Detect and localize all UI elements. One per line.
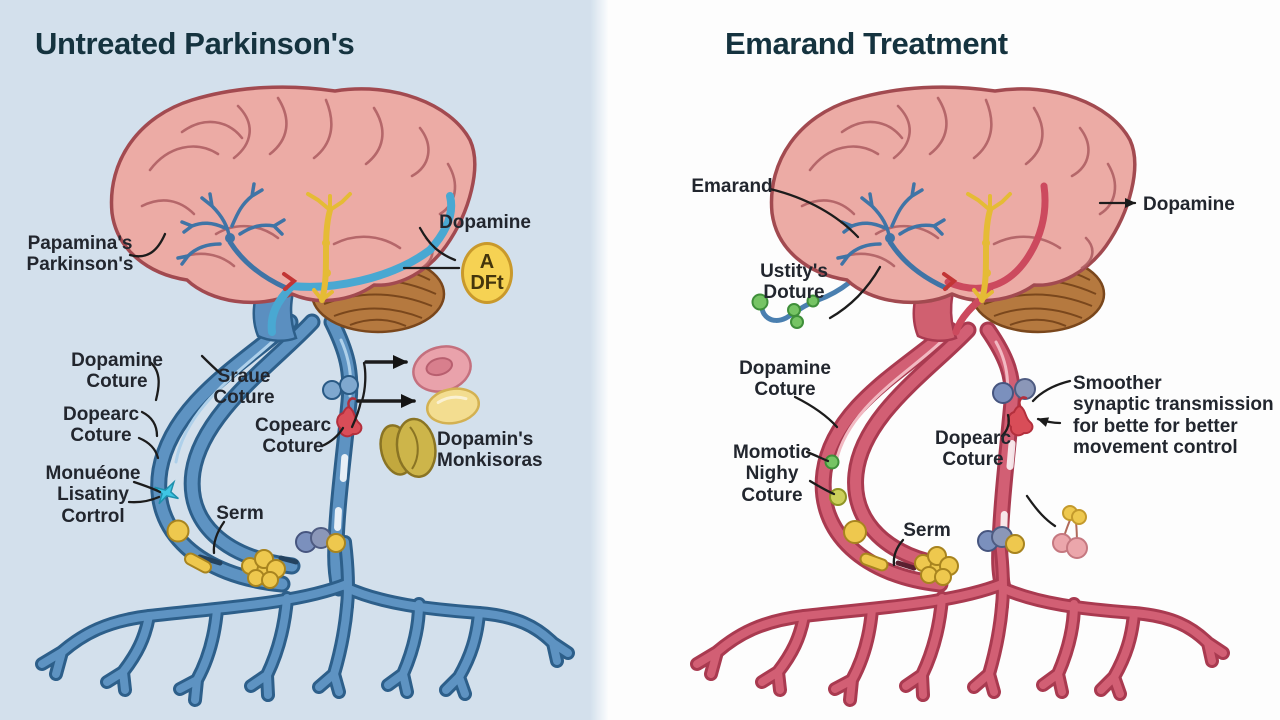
label-dopamins-monkisoras: Dopamin's Monkisoras: [437, 429, 543, 472]
label-line: Coture: [213, 387, 275, 409]
vesicle-green: [824, 454, 840, 470]
label-smoother-transmission: Smoother synaptic transmission for bette…: [1073, 373, 1274, 458]
synapse-icon: [1007, 396, 1034, 437]
blue-axon-terminals: [42, 542, 568, 700]
label-line: Smoother: [1073, 373, 1162, 394]
treatment-panel: Emarand Treatment Emarand Dopamine Ustit…: [608, 0, 1280, 720]
label-line: Copearc: [254, 415, 332, 436]
left-panel-title: Untreated Parkinson's: [35, 26, 355, 61]
label-dopamine-coture-right: Dopamine Coture: [739, 358, 831, 401]
dopamine-cherry-icon: [1052, 505, 1088, 559]
label-line: Coture: [741, 484, 803, 506]
pointer-lines: [768, 187, 1137, 567]
vesicle-cluster: [241, 549, 286, 589]
label-line: Dopearc: [62, 404, 140, 425]
sphere-slate: [1014, 378, 1036, 400]
red-axon-terminals: [697, 542, 1223, 700]
vesicle-yellow-green: [829, 488, 847, 506]
receptor-cyan-icon: [154, 479, 179, 505]
label-line: Coture: [262, 436, 324, 458]
vesicle-blue: [339, 375, 359, 395]
label-line: Doture: [763, 282, 825, 304]
dopamine-badge: A DFt: [461, 242, 513, 304]
cortex-folds: [140, 96, 457, 270]
neuron-yellow-icon: [306, 192, 352, 303]
label-line: Dopamine: [739, 358, 831, 379]
label-dopamine-left: Dopamine: [439, 212, 531, 233]
label-line: Dopamin's: [437, 429, 534, 450]
label-line: Serm: [903, 520, 951, 541]
label-line: Dopamine: [439, 212, 531, 233]
pathway-markers: [154, 375, 363, 589]
label-dopearc-coture-left: Dopearc Coture: [63, 404, 139, 447]
pointer-lines: [127, 226, 461, 555]
untreated-panel: Untreated Parkinson's Papamina's Parkins…: [0, 0, 608, 720]
cortex-folds: [800, 96, 1117, 270]
sphere-yellow: [1005, 534, 1025, 554]
label-line: Emarand: [691, 176, 773, 197]
label-serm-left: Serm: [216, 503, 264, 524]
label-momotic-nighy-coture: Momotic Nighy Coture: [733, 442, 811, 506]
brain: [109, 85, 477, 342]
label-line: movement control: [1073, 436, 1238, 458]
label-sraue-coture: Sraue Coture: [213, 366, 274, 409]
label-dopamine-coture-left: Dopamine Coture: [71, 350, 163, 393]
label-emarand: Emarand: [691, 176, 772, 197]
arrow-to-synapse: [1036, 417, 1062, 427]
right-panel-title: Emarand Treatment: [725, 26, 1008, 61]
label-line: Monuéone: [45, 463, 141, 484]
label-ustitys-doture: Ustity's Doture: [760, 261, 828, 304]
label-line: Serm: [216, 503, 264, 524]
label-papaminas-parkinsons: Papamina's Parkinson's: [27, 233, 134, 276]
vesicle-capsule: [183, 552, 213, 574]
treatment-brain-illustration: [608, 85, 1280, 720]
synapse-mark: [942, 272, 958, 291]
cortex: [109, 85, 477, 305]
label-line: Dopamine: [1143, 194, 1235, 215]
vesicle-capsule: [859, 552, 889, 572]
neuron-blue-icon: [176, 182, 289, 291]
label-line: for bette for better: [1073, 415, 1238, 437]
vesicle-cluster: [914, 546, 959, 586]
label-line: Nighy: [745, 463, 799, 485]
neuron-yellow-icon: [966, 192, 1012, 303]
badge-line: DFt: [470, 272, 504, 294]
untreated-brain-illustration: [0, 85, 608, 720]
label-line: Dopearc: [934, 428, 1012, 449]
label-dopearc-coture-right: Dopearc Coture: [935, 428, 1011, 471]
brain: [769, 85, 1137, 342]
inner-pathway-cyan: [267, 192, 456, 336]
dopamine-fragment-yellow: [425, 387, 481, 425]
dopamine-fragment-pink: [412, 345, 472, 393]
drug-molecules-green: [751, 293, 820, 329]
neuron-blue-icon: [836, 182, 949, 291]
label-line: Papamina's: [27, 233, 133, 254]
label-serm-right: Serm: [903, 520, 951, 541]
label-dopamine-right: Dopamine: [1143, 194, 1235, 215]
label-line: Coture: [86, 371, 148, 393]
vesicle-blue: [322, 380, 342, 400]
dopamine-fragment-olive: [379, 417, 437, 478]
lesion-mark: [282, 272, 298, 291]
label-line: Dopamine: [71, 350, 163, 371]
label-line: Coture: [70, 425, 132, 447]
badge-line: A: [479, 251, 495, 273]
label-line: Parkinson's: [26, 254, 134, 276]
vesicle-yellow: [166, 519, 190, 543]
label-line: Momotic: [732, 442, 812, 463]
label-line: Cortrol: [61, 505, 125, 527]
label-line: Coture: [942, 449, 1004, 471]
label-copearc-coture: Copearc Coture: [255, 415, 331, 458]
sphere-blue: [992, 382, 1014, 404]
label-line: Lisatiny: [57, 484, 129, 506]
label-line: Ustity's: [760, 261, 828, 282]
label-line: Monkisoras: [437, 450, 543, 472]
pathway-markers: [824, 378, 1088, 586]
label-line: synaptic transmission: [1073, 394, 1274, 416]
label-line: Coture: [754, 379, 816, 401]
label-line: Sraue: [217, 366, 271, 387]
label-monuone-lisatiny-cortrol: Monuéone Lisatiny Cortrol: [46, 463, 141, 527]
sphere-yellow: [326, 533, 346, 553]
vesicle-yellow: [843, 520, 867, 544]
